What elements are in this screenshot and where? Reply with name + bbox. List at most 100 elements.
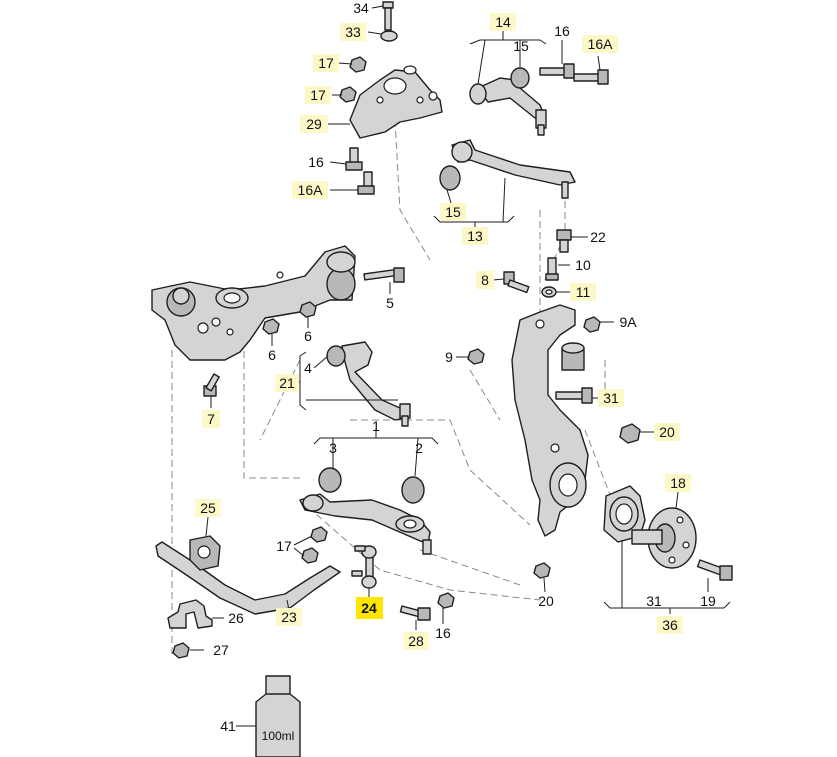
callout-31a: 31: [598, 389, 624, 407]
callout-24-label: 24: [361, 600, 377, 616]
arm-21: [326, 341, 411, 427]
callout-34: 34: [353, 0, 369, 16]
bolt-19: [696, 559, 733, 581]
callout-23-label: 23: [281, 609, 297, 625]
wheel-hub-18: [631, 507, 697, 569]
callout-33-label: 33: [345, 24, 361, 40]
upper-arm-15: [469, 67, 547, 136]
nut-27: [172, 642, 190, 659]
nut-20-upper: [619, 423, 641, 444]
callout-31b: 31: [646, 593, 662, 609]
callout-14-label: 14: [495, 14, 511, 30]
callout-11-label: 11: [576, 284, 591, 300]
callout-20b-label: 20: [538, 593, 554, 609]
bolt-16A-arm: [573, 69, 609, 85]
callout-16c-label: 16: [435, 625, 451, 641]
callout-7-label: 7: [207, 411, 215, 427]
callout-31a-label: 31: [603, 390, 619, 406]
callout-26: 26: [228, 610, 244, 626]
callout-labels: 34 33 17 17 29 16 16A 14 15 16 16A 15 13…: [195, 0, 716, 734]
nut-17-upper-b: [339, 86, 357, 103]
callout-17b-label: 17: [310, 87, 326, 103]
callout-2: 2: [415, 440, 423, 456]
callout-9-label: 9: [445, 349, 453, 365]
callout-27: 27: [213, 642, 229, 658]
bolt-7: [203, 373, 220, 397]
nut-9: [467, 348, 485, 365]
callout-8: 8: [476, 271, 494, 289]
callout-10-label: 10: [575, 257, 591, 273]
coupling-link-24: [351, 545, 377, 589]
callout-17a-label: 17: [318, 55, 334, 71]
callout-16Aa-label: 16A: [298, 182, 324, 198]
nut-9A: [583, 316, 601, 333]
callout-16Ab-label: 16A: [588, 36, 614, 52]
callout-16a: 16: [308, 154, 324, 170]
callout-16b: 16: [554, 23, 570, 39]
callout-1: 1: [372, 418, 380, 434]
washer-33: [380, 30, 398, 42]
callout-28: 28: [403, 632, 429, 650]
callout-21: 21: [275, 374, 299, 392]
callout-16c: 16: [435, 625, 451, 641]
callout-22: 22: [590, 229, 606, 245]
callout-15b: 15: [440, 203, 466, 221]
upper-arm-13: [439, 139, 576, 199]
callout-6a: 6: [304, 328, 312, 344]
callout-20b: 20: [538, 593, 554, 609]
bottle-label: 100ml: [262, 729, 295, 743]
callout-20a-label: 20: [659, 424, 675, 440]
bolt-16-arm: [539, 63, 575, 79]
callout-4-label: 4: [304, 360, 312, 376]
steering-knuckle: [511, 304, 589, 537]
nut-17-lower-a: [310, 526, 328, 543]
bushing-2: [401, 476, 425, 504]
callout-31b-label: 31: [646, 593, 662, 609]
callout-27-label: 27: [213, 642, 229, 658]
callout-10: 10: [575, 257, 591, 273]
callout-41: 41: [220, 718, 236, 734]
callout-29-label: 29: [306, 116, 322, 132]
callout-14: 14: [490, 13, 516, 31]
callout-22-label: 22: [590, 229, 606, 245]
bolt-16A-upper: [357, 171, 375, 195]
callout-6a-label: 6: [304, 328, 312, 344]
callout-41-label: 41: [220, 718, 236, 734]
callout-3-label: 3: [329, 440, 337, 456]
callout-25-label: 25: [200, 500, 216, 516]
bolt-22: [556, 229, 572, 253]
nut-20-lower: [533, 562, 551, 579]
callout-23: 23: [276, 608, 302, 626]
callout-19: 19: [700, 593, 716, 609]
nut-6b: [262, 318, 280, 335]
callout-17a: 17: [313, 54, 339, 72]
bushing-3: [318, 467, 342, 493]
bolt-34: [382, 1, 394, 31]
callout-24: 24: [356, 597, 383, 619]
callout-18: 18: [665, 474, 691, 492]
bolt-16-upper: [345, 147, 363, 171]
callout-16Ab: 16A: [582, 35, 618, 53]
washer-11: [541, 286, 557, 298]
ball-joint: [561, 342, 585, 371]
callout-4: 4: [304, 360, 312, 376]
callout-16a-label: 16: [308, 154, 324, 170]
callout-6b-label: 6: [268, 347, 276, 363]
callout-7: 7: [202, 410, 220, 428]
callout-20a: 20: [654, 423, 680, 441]
callout-16b-label: 16: [554, 23, 570, 39]
wheel-bearing-31: [603, 485, 646, 543]
callout-3: 3: [329, 440, 337, 456]
callout-16Aa: 16A: [292, 181, 328, 199]
stabilizer-bar-23: [155, 541, 341, 615]
nut-16-lower: [437, 592, 455, 609]
callout-5: 5: [386, 295, 394, 311]
callout-28-label: 28: [408, 633, 424, 649]
callout-2-label: 2: [415, 440, 423, 456]
bushing-25: [189, 535, 221, 571]
clamp-26: [167, 599, 213, 629]
callout-9A-label: 9A: [619, 314, 637, 330]
callout-15a-label: 15: [513, 38, 529, 54]
nut-6a: [299, 301, 317, 318]
